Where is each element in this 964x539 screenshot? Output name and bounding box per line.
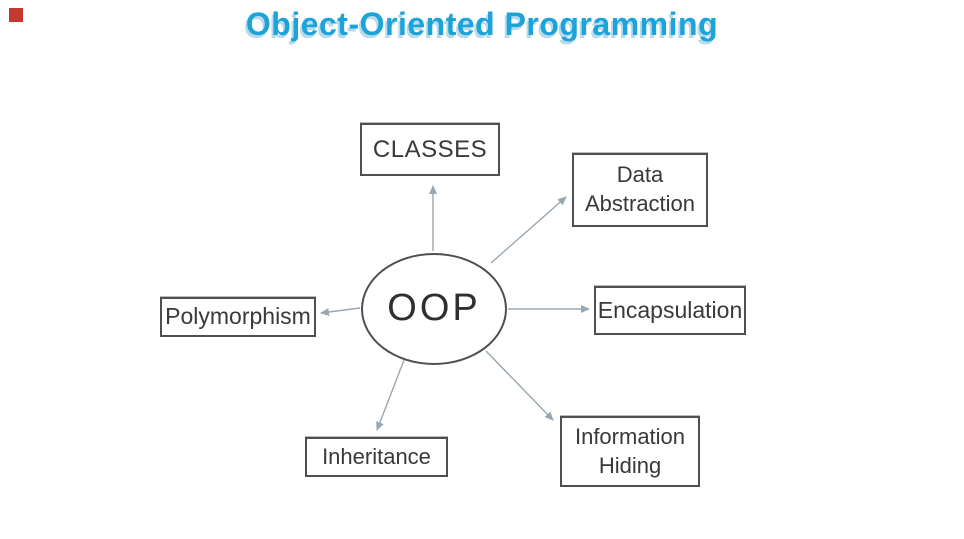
node-data-abstraction-label: Data Abstraction bbox=[584, 162, 696, 216]
node-inheritance: Inheritance bbox=[305, 437, 448, 477]
node-classes: CLASSES bbox=[360, 123, 500, 176]
node-information-hiding: Information Hiding bbox=[560, 416, 700, 487]
node-oop-label: OOP bbox=[387, 287, 481, 330]
arrow-to-polymorphism bbox=[320, 307, 361, 316]
node-data-abstraction: Data Abstraction bbox=[572, 153, 708, 227]
node-polymorphism-label: Polymorphism bbox=[165, 303, 311, 330]
node-information-hiding-label: Information Hiding bbox=[574, 423, 686, 478]
red-corner-marker bbox=[9, 8, 23, 22]
node-polymorphism: Polymorphism bbox=[160, 297, 316, 337]
arrow-to-inheritance bbox=[376, 359, 405, 431]
node-oop: OOP bbox=[361, 253, 507, 365]
arrow-to-information-hiding bbox=[485, 350, 554, 421]
node-classes-label: CLASSES bbox=[372, 135, 488, 163]
node-inheritance-label: Inheritance bbox=[322, 443, 431, 469]
slide-title: Object-Oriented Programming bbox=[245, 6, 719, 42]
node-encapsulation: Encapsulation bbox=[594, 286, 746, 335]
node-encapsulation-label: Encapsulation bbox=[597, 296, 743, 323]
arrow-to-data-abstraction bbox=[490, 196, 567, 264]
